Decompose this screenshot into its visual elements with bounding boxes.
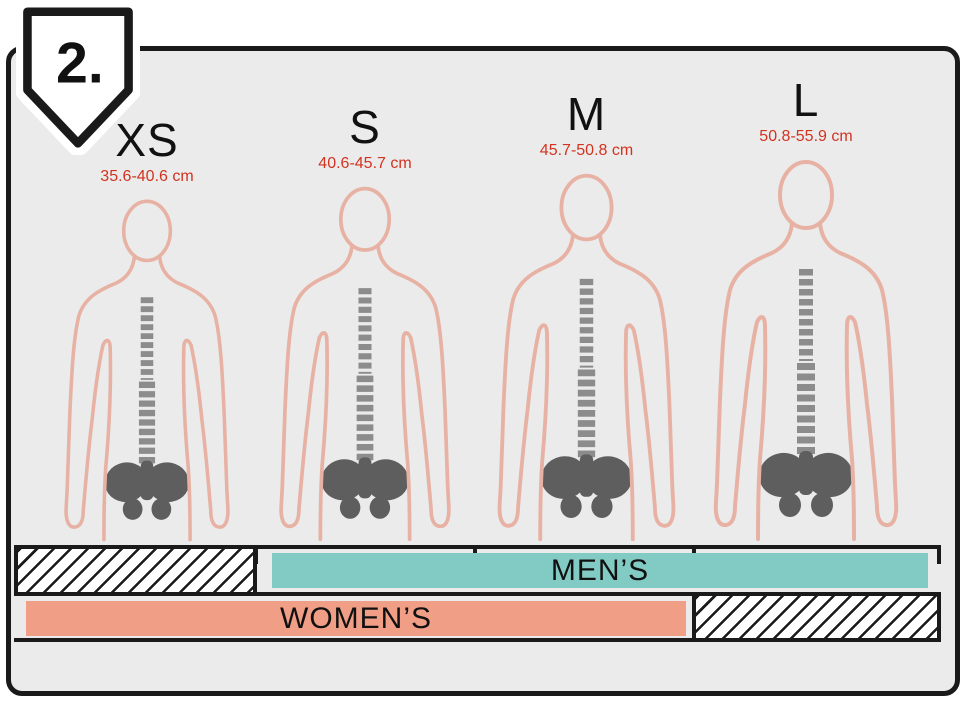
size-label-m: M (566, 88, 607, 140)
hatched-region-right (692, 592, 941, 642)
size-range-m: 45.7-50.8 cm (539, 142, 634, 159)
size-label-l: L (792, 74, 820, 126)
mens-label: MEN’S (550, 553, 650, 587)
womens-range-bar: WOMEN’S (26, 601, 686, 636)
ruler-line-top (14, 545, 941, 549)
mens-range-bar: MEN’S (272, 553, 928, 588)
size-range-l: 50.8-55.9 cm (759, 128, 853, 145)
ruler-line-bottom (14, 638, 941, 642)
ruler-tick (937, 545, 941, 564)
size-column-xs: XS 35.6-40.6 cm (57, 117, 237, 545)
size-column-l: L 50.8-55.9 cm (706, 77, 906, 545)
size-label-s: S (349, 101, 381, 153)
size-column-s: S 40.6-45.7 cm (272, 104, 458, 545)
shield-icon (23, 7, 133, 148)
size-label-xs: XS (115, 114, 179, 166)
size-range-s: 40.6-45.7 cm (318, 155, 412, 172)
step-badge: 2. (15, 0, 141, 160)
ruler-line-middle (14, 592, 941, 596)
hatched-region-left (14, 545, 257, 596)
step-number: 2. (56, 31, 104, 95)
womens-label: WOMEN’S (280, 601, 432, 635)
size-column-m: M 45.7-50.8 cm (490, 91, 683, 545)
size-range-xs: 35.6-40.6 cm (100, 168, 194, 185)
